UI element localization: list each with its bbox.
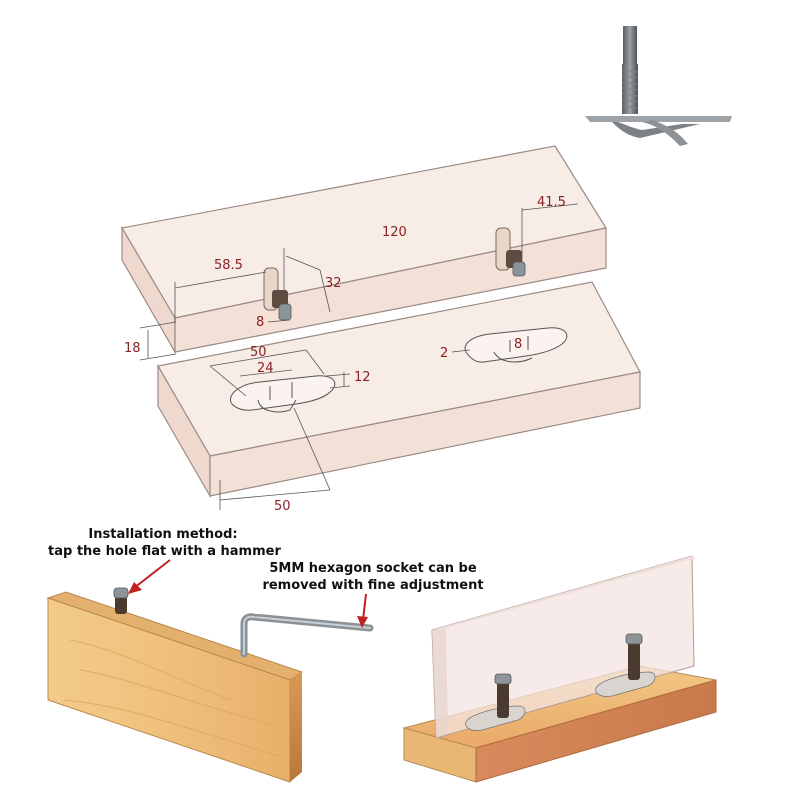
connector-product-photo	[585, 26, 732, 146]
embedded-connector-icon	[113, 587, 129, 614]
installation-caption: Installation method: tap the hole flat w…	[48, 526, 281, 560]
dim-50-bottom: 50	[274, 499, 291, 514]
hex-socket-caption-line2: removed with fine adjustment	[262, 578, 484, 593]
lower-dimension-lines	[209, 349, 471, 510]
dim-32: 32	[325, 276, 342, 291]
installation-caption-line1: Installation method:	[88, 527, 238, 542]
dim-41-5: 41.5	[537, 195, 566, 210]
dim-24: 24	[257, 361, 274, 376]
red-arrow-left	[128, 559, 171, 594]
shelf-assembly	[402, 555, 717, 783]
upper-dimension-lines	[139, 203, 579, 361]
dim-58-5: 58.5	[214, 258, 243, 273]
dim-50-top: 50	[250, 345, 267, 360]
slot-right	[464, 327, 568, 363]
dim-2: 2	[440, 346, 448, 361]
lower-panel	[157, 281, 641, 499]
dim-18: 18	[124, 341, 141, 356]
hex-key-icon	[240, 613, 374, 658]
dim-8-left: 8	[256, 315, 264, 330]
installation-caption-line2: tap the hole flat with a hammer	[48, 544, 281, 559]
hex-socket-caption-line1: 5MM hexagon socket can be	[269, 561, 477, 576]
wood-board-left	[46, 591, 304, 783]
upper-panel-connector-left	[263, 267, 292, 321]
hex-socket-caption: 5MM hexagon socket can be removed with f…	[258, 560, 488, 594]
dim-8-right: 8	[514, 337, 522, 352]
upper-panel-connector-right	[495, 227, 526, 277]
dim-120: 120	[382, 225, 407, 240]
red-arrow-right	[357, 593, 368, 628]
dim-12: 12	[354, 370, 371, 385]
slot-left	[230, 375, 336, 413]
